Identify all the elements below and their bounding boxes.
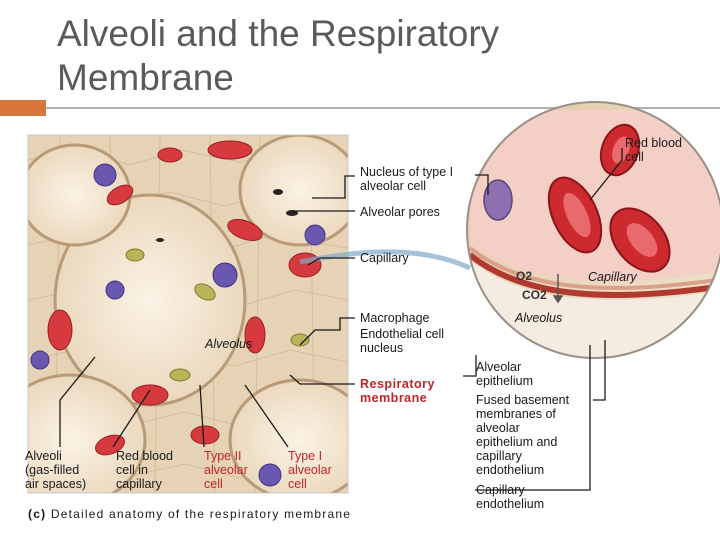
label-rbc-capillary: Red blood cell in capillary (116, 449, 173, 491)
label-type1-cell: Type I alveolar cell (288, 449, 332, 491)
label-alveolus: Alveolus (205, 337, 253, 351)
label-o2: O2 (516, 269, 533, 283)
figure-caption: (c) Detailed anatomy of the respiratory … (28, 507, 351, 521)
label-alveolus-inset: Alveolus (515, 311, 563, 325)
caption-letter: (c) (28, 507, 47, 521)
label-capillary: Capillary (360, 251, 409, 265)
caption-text: Detailed anatomy of the respiratory memb… (50, 507, 352, 521)
label-capillary-endothelium: Capillary endothelium (476, 483, 545, 511)
label-type2-cell: Type II alveolar cell (204, 449, 248, 491)
label-co2: CO2 (522, 288, 547, 302)
label-rbc-inset: Red blood cell (625, 136, 682, 164)
label-fused-basement: Fused basement membranes of alveolar epi… (476, 393, 570, 477)
label-capillary-inset: Capillary (588, 270, 637, 284)
label-endothelial-nucleus: Endothelial cell nucleus (360, 327, 445, 355)
page-title: Alveoli and the Respiratory Membrane (57, 13, 500, 98)
label-alveoli-gas: Alveoli (gas-filled air spaces) (25, 449, 87, 491)
label-macrophage: Macrophage (360, 311, 430, 325)
label-alveolar-epithelium: Alveolar epithelium (476, 360, 533, 388)
title-divider (46, 107, 720, 109)
label-respiratory-membrane: Respiratory membrane (360, 377, 435, 405)
alveoli-tissue-drawing (28, 135, 348, 493)
label-alveolar-pores: Alveolar pores (360, 205, 440, 219)
title-accent-bar (0, 100, 46, 116)
label-nucleus-type1: Nucleus of type I alveolar cell (360, 165, 454, 193)
